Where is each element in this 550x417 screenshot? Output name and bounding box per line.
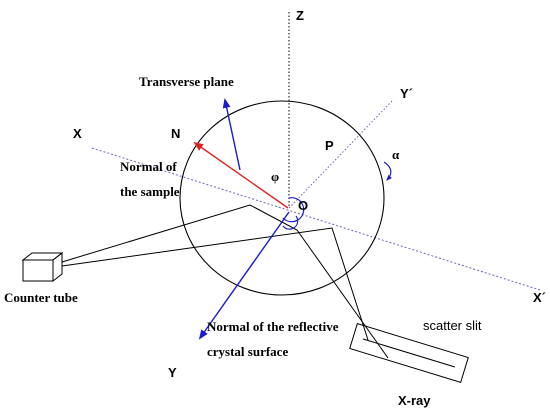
y-prime-axis-label: Y´: [400, 86, 413, 101]
origin-label: O: [298, 198, 308, 213]
beam-path-right: [61, 227, 369, 341]
scatter-slit-label: scatter slit: [423, 318, 482, 333]
sample-normal-arrow: [193, 141, 289, 209]
x-prime-axis-label: X´: [533, 290, 546, 305]
point-p-label: P: [325, 138, 334, 153]
beam-path-left: [61, 204, 389, 359]
transverse-plane-label: Transverse plane: [139, 74, 234, 89]
y-axis-label: Y: [168, 365, 177, 380]
phi-angle-arc: [282, 197, 305, 223]
x-axis-label: X: [73, 126, 82, 141]
alpha-rotation-arrow: [383, 161, 392, 181]
counter-tube-label: Counter tube: [4, 290, 78, 305]
reflective-normal-label-line1: Normal of the reflective: [207, 319, 339, 334]
z-axis-label: Z: [296, 8, 304, 23]
reflective-angle-arc: [282, 215, 299, 230]
reflective-normal-arrow: [198, 211, 290, 340]
phi-label: φ: [271, 169, 279, 184]
reflective-normal-label-line2: crystal surface: [207, 344, 288, 359]
sample-circle: [179, 100, 385, 296]
sample-normal-label-line1: Normal of: [120, 159, 177, 174]
x-ray-label: X-ray: [398, 393, 431, 408]
y-prime-axis-line: [288, 99, 394, 209]
sample-normal-label-line2: the sample: [120, 184, 180, 199]
alpha-label: α: [392, 147, 400, 162]
normal-vector-label: N: [171, 126, 180, 141]
scatter-slit-icon: [349, 322, 469, 384]
counter-tube-icon: [21, 251, 64, 283]
transverse-plane-arrow: [222, 98, 241, 171]
